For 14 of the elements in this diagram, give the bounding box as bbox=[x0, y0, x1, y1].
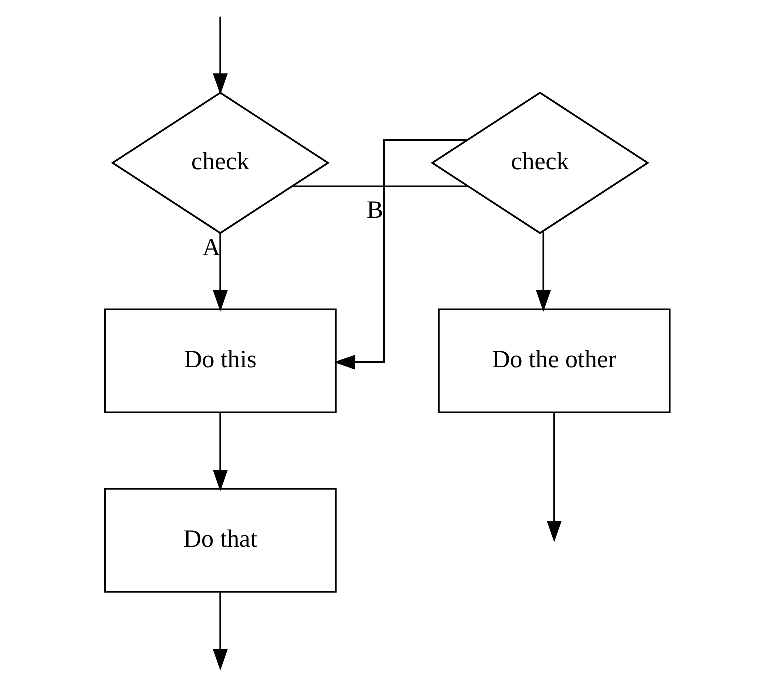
node-box: Do this bbox=[104, 308, 336, 414]
edge-label: B bbox=[366, 196, 384, 224]
arrow bbox=[546, 413, 562, 542]
node-diamond: check bbox=[430, 92, 650, 234]
arrow bbox=[212, 233, 228, 312]
node-diamond: check bbox=[110, 92, 330, 234]
connector bbox=[292, 186, 468, 188]
node-box: Do the other bbox=[438, 308, 670, 414]
arrow bbox=[212, 592, 228, 671]
arrow bbox=[334, 140, 467, 370]
arrow bbox=[212, 16, 228, 95]
arrow bbox=[212, 413, 228, 492]
arrow bbox=[536, 231, 551, 312]
node-box: Do that bbox=[104, 488, 336, 593]
